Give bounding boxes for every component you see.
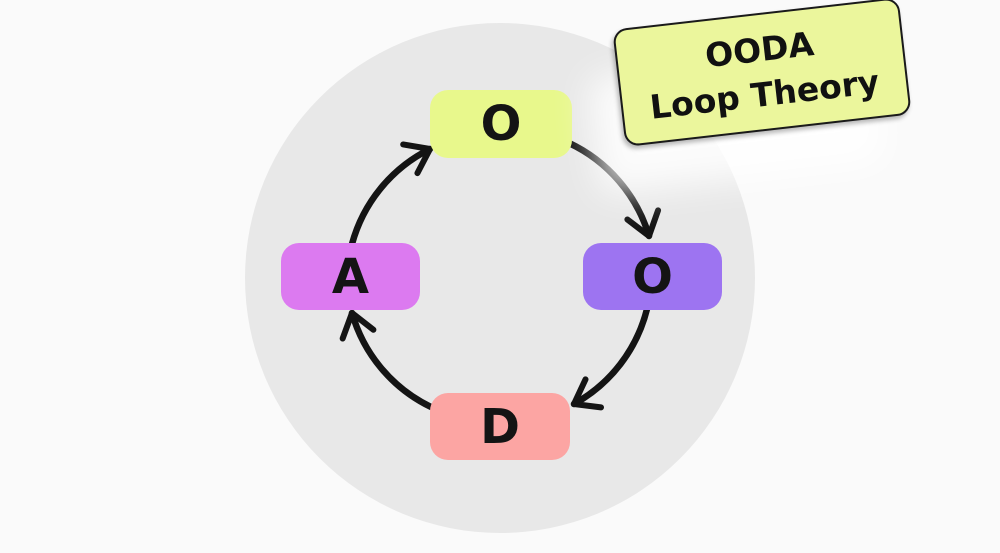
node-decide: D: [430, 393, 570, 460]
title-line-2: Loop Theory: [647, 61, 882, 127]
title-line-1: OODA: [703, 24, 816, 76]
node-orient: O: [583, 243, 722, 310]
node-act-label: A: [331, 248, 370, 305]
node-orient-label: O: [632, 248, 673, 305]
node-act: A: [281, 243, 420, 310]
node-observe: O: [430, 90, 572, 158]
node-observe-label: O: [480, 96, 522, 152]
title-card: OODA Loop Theory: [612, 0, 912, 147]
node-decide-label: D: [480, 398, 520, 455]
